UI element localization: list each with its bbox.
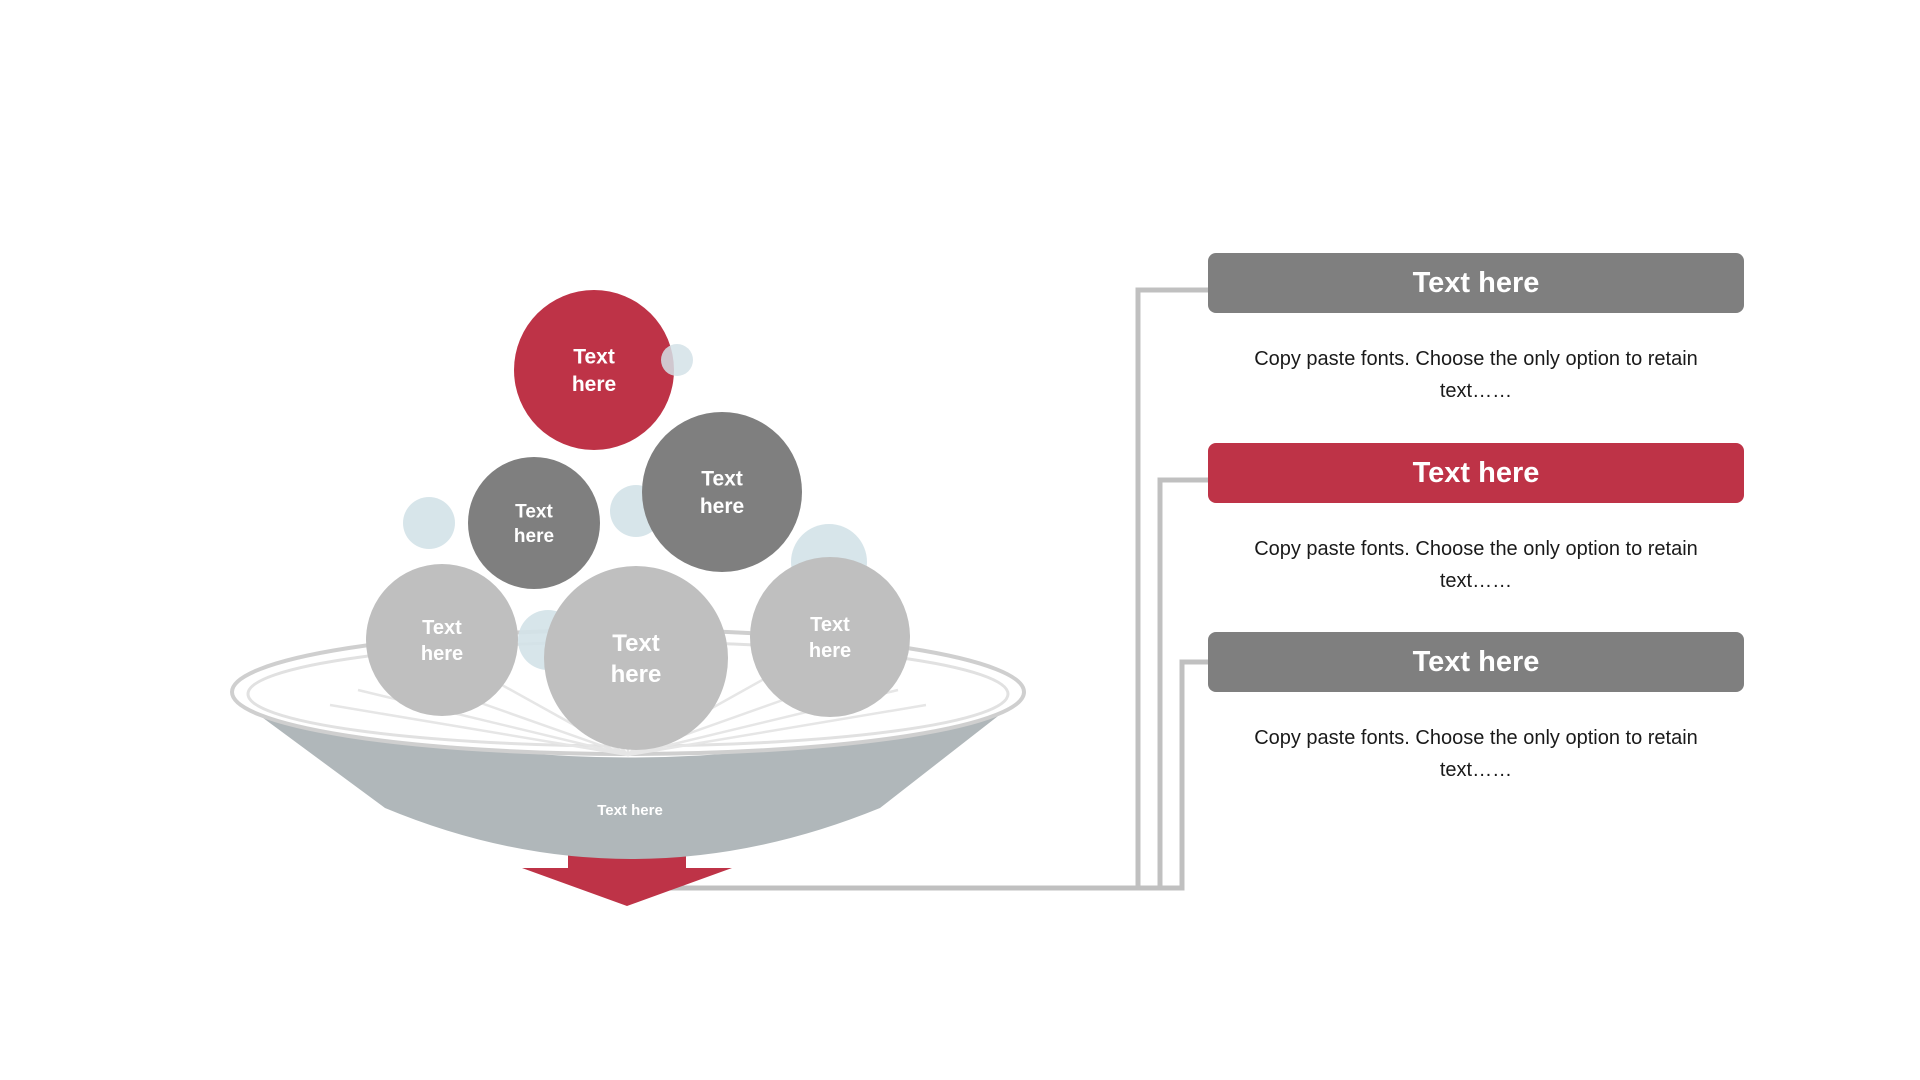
connector-line-3 [660, 659, 1208, 891]
ball-circle [544, 566, 728, 750]
panel-title-1: Text here [1208, 253, 1744, 313]
info-panel-3: Text here Copy paste fonts. Choose the o… [1208, 632, 1744, 786]
ball-circle [468, 457, 600, 589]
panel-title-3: Text here [1208, 632, 1744, 692]
ball-circle [514, 290, 674, 450]
ball-circle [366, 564, 518, 716]
connector-lines [660, 287, 1208, 891]
panel-title-2: Text here [1208, 443, 1744, 503]
info-panel-1: Text here Copy paste fonts. Choose the o… [1208, 253, 1744, 407]
bowl-body [232, 695, 1025, 859]
panel-description-2: Copy paste fonts. Choose the only option… [1254, 538, 1698, 592]
panel-description-3: Copy paste fonts. Choose the only option… [1254, 727, 1698, 781]
panel-description-1: Copy paste fonts. Choose the only option… [1254, 348, 1698, 402]
ball-circle [750, 557, 910, 717]
info-panel-2: Text here Copy paste fonts. Choose the o… [1208, 443, 1744, 597]
ball-circle [642, 412, 802, 572]
bowl-label: Text here [597, 802, 663, 819]
down-arrow-icon [522, 852, 732, 906]
bubble-decoration [403, 497, 455, 549]
bubble-decoration-small [661, 344, 693, 376]
